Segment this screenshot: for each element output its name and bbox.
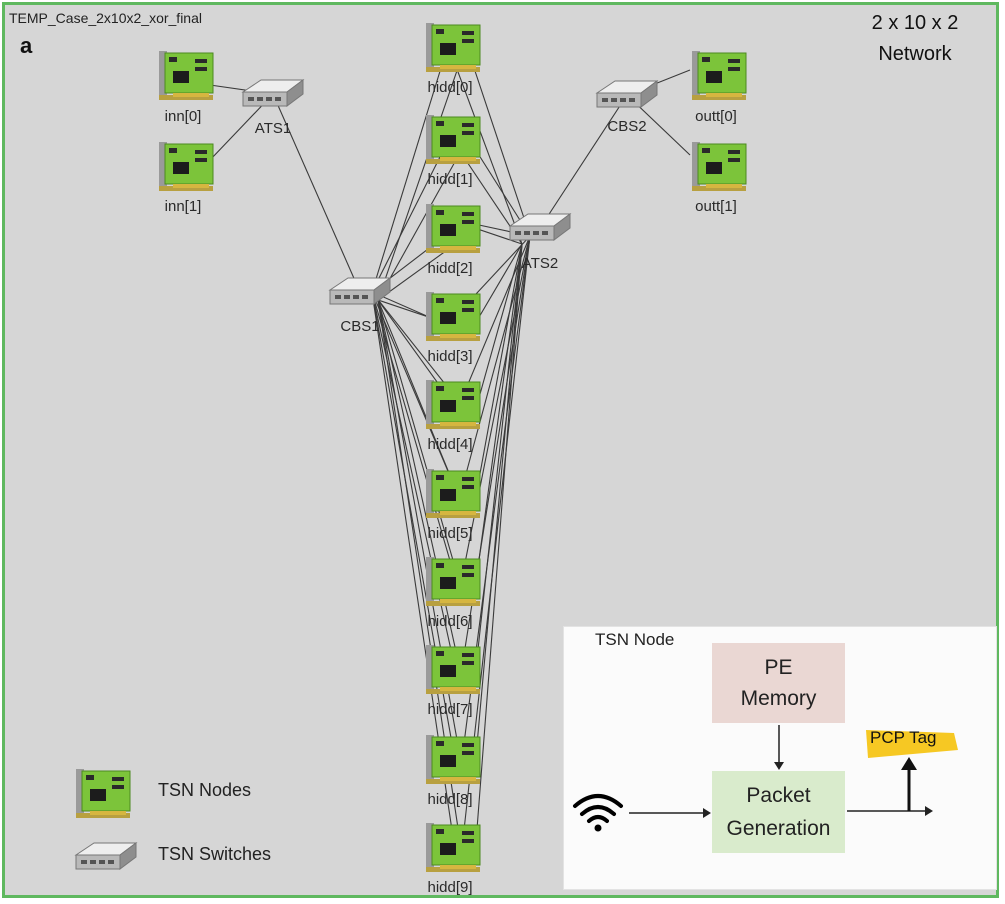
network-card-icon[interactable] <box>426 823 481 872</box>
network-link <box>474 243 523 678</box>
network-label-line-1: 2 x 10 x 2 <box>871 12 959 34</box>
node-label-hidden: hidd[0] <box>427 79 473 96</box>
pcp-tag-label: PCP Tag <box>870 728 937 747</box>
tag-attach-arrowhead <box>901 757 917 770</box>
network-link <box>371 291 454 572</box>
node-label-input: inn[0] <box>164 108 202 125</box>
network-link <box>474 243 523 325</box>
network-card-icon[interactable] <box>426 380 481 429</box>
node-label-input: inn[1] <box>164 198 202 215</box>
network-link <box>474 243 523 413</box>
pe-memory-line-2: Memory <box>740 687 817 710</box>
network-link <box>377 299 464 774</box>
network-link <box>474 243 523 502</box>
simulation-title: TEMP_Case_2x10x2_xor_final <box>9 10 202 26</box>
node-label-hidden: hidd[6] <box>427 613 473 630</box>
legend-nodes-label: TSN Nodes <box>158 780 252 800</box>
panel-letter: a <box>20 33 33 58</box>
node-label-hidden: hidd[9] <box>427 879 473 896</box>
packet-generation-line-1: Packet <box>746 784 811 807</box>
memory-to-packet-arrowhead <box>774 762 784 770</box>
switch-label: CBS2 <box>607 118 647 135</box>
network-link <box>377 150 462 301</box>
network-switch-icon[interactable] <box>328 277 392 305</box>
network-card-icon[interactable] <box>426 645 481 694</box>
network-switch-icon[interactable] <box>508 213 572 241</box>
network-label: 2 x 10 x 2 Network <box>860 8 970 70</box>
network-card-icon[interactable] <box>426 115 481 164</box>
packet-generation-box: Packet Generation <box>712 771 845 853</box>
node-label-hidden: hidd[4] <box>427 436 473 453</box>
network-label-line-2: Network <box>878 43 952 65</box>
node-label-hidden: hidd[2] <box>427 260 473 277</box>
network-card-icon[interactable] <box>76 769 131 818</box>
network-link <box>539 94 628 229</box>
node-label-hidden: hidd[7] <box>427 701 473 718</box>
inset-title: TSN Node <box>595 630 675 649</box>
network-card-icon[interactable] <box>692 142 747 191</box>
switch-label: CBS1 <box>340 318 380 335</box>
network-card-icon[interactable] <box>159 142 214 191</box>
node-label-hidden: hidd[1] <box>427 171 473 188</box>
network-link <box>474 243 523 590</box>
signal-to-packet-arrowhead <box>703 808 711 818</box>
network-card-icon[interactable] <box>692 51 747 100</box>
network-switch-icon[interactable] <box>595 80 659 108</box>
pe-memory-line-1: PE <box>764 656 793 679</box>
node-label-hidden: hidd[3] <box>427 348 473 365</box>
network-link <box>474 243 523 856</box>
wifi-signal-icon <box>573 794 623 832</box>
network-card-icon[interactable] <box>426 557 481 606</box>
network-card-icon[interactable] <box>426 469 481 518</box>
network-link <box>464 40 531 237</box>
switch-label: ATS2 <box>521 255 559 272</box>
network-link <box>474 243 523 768</box>
network-card-icon[interactable] <box>426 292 481 341</box>
network-link <box>377 299 464 596</box>
network-link <box>377 58 462 301</box>
switch-label: ATS1 <box>254 120 292 137</box>
packet-generation-line-2: Generation <box>726 817 831 840</box>
network-switch-icon[interactable] <box>74 842 138 870</box>
network-link <box>371 291 454 395</box>
legend-switches-label: TSN Switches <box>158 844 272 864</box>
network-card-icon[interactable] <box>426 204 481 253</box>
network-link <box>371 146 446 293</box>
pcp-tag-shape <box>866 730 958 758</box>
pe-memory-box: PE Memory <box>712 643 845 723</box>
node-label-output: outt[1] <box>695 198 737 215</box>
network-link <box>371 54 446 293</box>
node-label-output: outt[0] <box>695 108 737 125</box>
network-link <box>272 93 361 293</box>
network-card-icon[interactable] <box>426 23 481 72</box>
network-card-icon[interactable] <box>426 735 481 784</box>
node-label-hidden: hidd[5] <box>427 525 473 542</box>
network-link <box>377 299 464 684</box>
network-switch-icon[interactable] <box>241 79 305 107</box>
node-label-hidden: hidd[8] <box>427 791 473 808</box>
packet-output-arrowhead <box>925 806 933 816</box>
network-card-icon[interactable] <box>159 51 214 100</box>
